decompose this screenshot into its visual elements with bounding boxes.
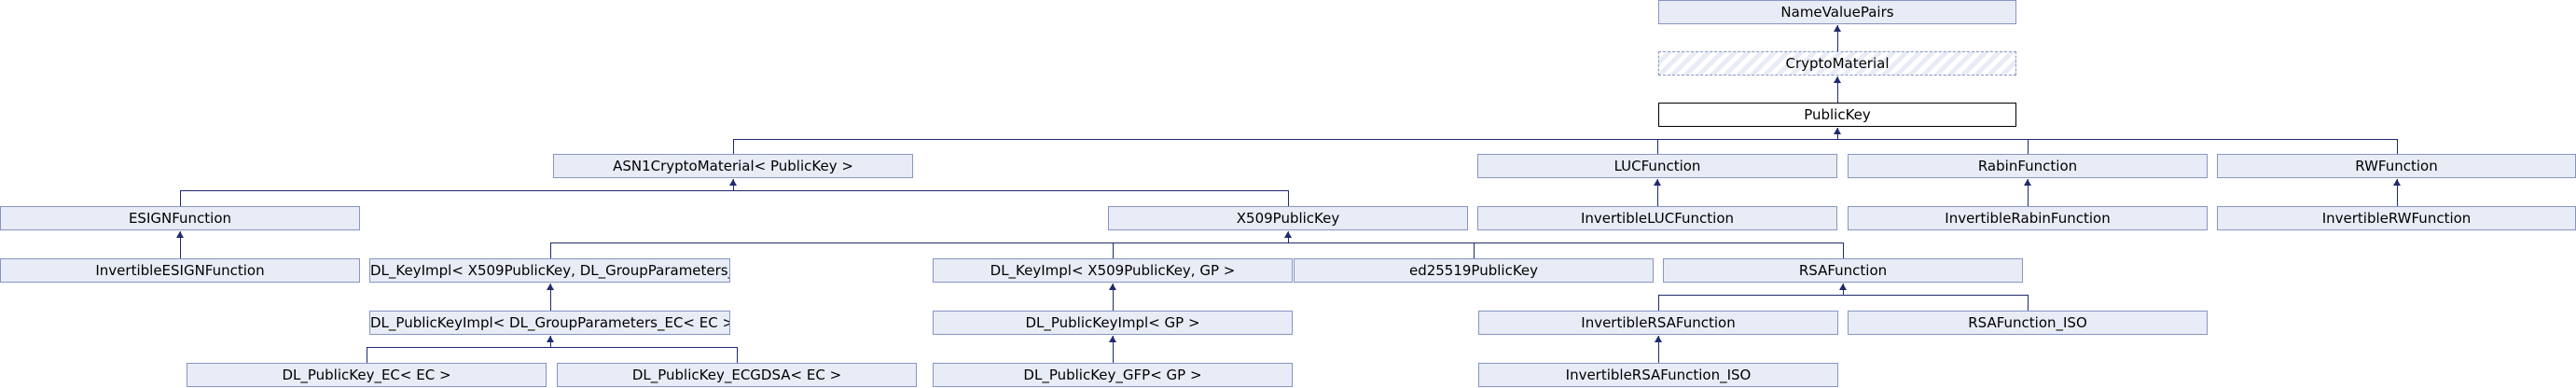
- edge-stub-cryptomaterial: [1837, 76, 1838, 88]
- class-node-x509publickey[interactable]: X509PublicKey: [1108, 206, 1468, 230]
- class-node-lucfunction[interactable]: LUCFunction: [1477, 154, 1837, 178]
- edge-esignfunction: [180, 190, 181, 206]
- edge-stub-lucfunction: [1657, 179, 1658, 190]
- class-node-rsafunction[interactable]: RSAFunction: [1663, 258, 2023, 283]
- class-node-label-invertiblersafunction_iso: InvertibleRSAFunction_ISO: [1565, 367, 1752, 383]
- class-node-dlpublickey_ec[interactable]: DL_PublicKey_EC< EC >: [187, 363, 547, 387]
- class-node-label-invertiblerwfunction: InvertibleRWFunction: [2321, 210, 2472, 227]
- edge-dlpublickeyimpl_ec: [550, 295, 551, 311]
- class-node-cryptomaterial[interactable]: CryptoMaterial: [1658, 51, 2016, 76]
- edge-stub-rsafunction: [1843, 284, 1844, 295]
- class-node-dlpublickey_ecgdsa[interactable]: DL_PublicKey_ECGDSA< EC >: [557, 363, 917, 387]
- class-node-label-dlpublickey_ecgdsa: DL_PublicKey_ECGDSA< EC >: [631, 367, 842, 383]
- edge-stub-rabinfunction: [2028, 179, 2029, 190]
- class-node-namevaluepairs[interactable]: NameValuePairs: [1658, 0, 2016, 24]
- class-node-label-cryptomaterial: CryptoMaterial: [1785, 55, 1890, 72]
- class-node-label-invertibleesignfunction: InvertibleESIGNFunction: [95, 262, 265, 279]
- class-node-rabinfunction[interactable]: RabinFunction: [1848, 154, 2208, 178]
- edge-rsafunction_iso: [2028, 295, 2029, 311]
- edge-stub-dlkeyimpl_gp: [1113, 284, 1114, 295]
- edge-asn1cryptomaterial: [733, 139, 734, 154]
- edge-x509publickey: [1288, 190, 1289, 206]
- edge-bus-rsafunction: [1658, 295, 2028, 296]
- edge-dlkeyimpl_ec: [550, 242, 551, 258]
- edge-invertiblersafunction: [1658, 295, 1659, 311]
- edge-stub-invertiblersafunction: [1658, 336, 1659, 347]
- class-node-label-ed25519publickey: ed25519PublicKey: [1408, 262, 1539, 279]
- class-node-invertiblelucfunction[interactable]: InvertibleLUCFunction: [1477, 206, 1837, 230]
- class-node-ed25519publickey[interactable]: ed25519PublicKey: [1294, 258, 1654, 283]
- edge-dlpublickey_ecgdsa: [737, 347, 738, 363]
- class-node-label-rwfunction: RWFunction: [2355, 158, 2438, 174]
- class-node-rwfunction[interactable]: RWFunction: [2217, 154, 2576, 178]
- class-node-label-dlpublickey_gfp: DL_PublicKey_GFP< GP >: [1023, 367, 1202, 383]
- class-node-rsafunction_iso[interactable]: RSAFunction_ISO: [1848, 311, 2208, 335]
- edge-invertiblerwfunction: [2397, 190, 2398, 206]
- class-node-dlkeyimpl_gp[interactable]: DL_KeyImpl< X509PublicKey, GP >: [933, 258, 1293, 283]
- class-node-label-asn1cryptomaterial: ASN1CryptoMaterial< PublicKey >: [613, 158, 853, 174]
- class-node-publickey[interactable]: PublicKey: [1658, 103, 2016, 127]
- edge-cryptomaterial: [1837, 36, 1838, 51]
- class-node-label-dlkeyimpl_ec: DL_KeyImpl< X509PublicKey, DL_GroupParam…: [370, 262, 729, 279]
- edge-ed25519publickey: [1474, 242, 1475, 258]
- class-node-invertiblerwfunction[interactable]: InvertibleRWFunction: [2217, 206, 2576, 230]
- class-node-dlpublickeyimpl_ec[interactable]: DL_PublicKeyImpl< DL_GroupParameters_EC<…: [369, 311, 730, 335]
- edge-stub-dlpublickeyimpl_ec: [550, 336, 551, 347]
- edge-stub-asn1cryptomaterial: [733, 179, 734, 190]
- edge-lucfunction: [1657, 139, 1658, 154]
- edge-invertiblerabinfunction: [2028, 190, 2029, 206]
- class-node-label-dlpublickey_ec: DL_PublicKey_EC< EC >: [282, 367, 451, 383]
- edge-stub-dlkeyimpl_ec: [550, 284, 551, 295]
- class-node-label-x509publickey: X509PublicKey: [1236, 210, 1340, 227]
- edge-stub-namevaluepairs: [1837, 25, 1838, 36]
- class-node-label-dlpublickeyimpl_ec: DL_PublicKeyImpl< DL_GroupParameters_EC<…: [370, 314, 730, 331]
- class-node-invertiblersafunction_iso[interactable]: InvertibleRSAFunction_ISO: [1478, 363, 1838, 387]
- edge-stub-publickey: [1837, 128, 1838, 139]
- class-node-label-dlkeyimpl_gp: DL_KeyImpl< X509PublicKey, GP >: [990, 262, 1236, 279]
- edge-dlpublickey_gfp: [1113, 347, 1114, 363]
- class-node-label-invertiblersafunction: InvertibleRSAFunction: [1581, 314, 1736, 331]
- edge-rwfunction: [2397, 139, 2398, 154]
- class-node-label-dlpublickeyimpl_gp: DL_PublicKeyImpl< GP >: [1025, 314, 1200, 331]
- class-node-label-namevaluepairs: NameValuePairs: [1780, 4, 1894, 21]
- class-node-label-esignfunction: ESIGNFunction: [128, 210, 232, 227]
- class-node-invertiblerabinfunction[interactable]: InvertibleRabinFunction: [1848, 206, 2208, 230]
- edge-invertiblersafunction_iso: [1658, 347, 1659, 363]
- edge-invertibleesignfunction: [180, 242, 181, 258]
- class-node-label-rabinfunction: RabinFunction: [1977, 158, 2078, 174]
- edge-rabinfunction: [2028, 139, 2029, 154]
- edge-publickey: [1837, 88, 1838, 103]
- edge-bus-asn1cryptomaterial: [180, 190, 1288, 191]
- edge-stub-dlpublickeyimpl_gp: [1113, 336, 1114, 347]
- class-node-invertibleesignfunction[interactable]: InvertibleESIGNFunction: [0, 258, 360, 283]
- class-node-label-rsafunction_iso: RSAFunction_ISO: [1968, 314, 2087, 331]
- class-node-dlpublickeyimpl_gp[interactable]: DL_PublicKeyImpl< GP >: [933, 311, 1293, 335]
- class-node-esignfunction[interactable]: ESIGNFunction: [0, 206, 360, 230]
- edge-rsafunction: [1843, 242, 1844, 258]
- class-node-invertiblersafunction[interactable]: InvertibleRSAFunction: [1478, 311, 1838, 335]
- class-node-asn1cryptomaterial[interactable]: ASN1CryptoMaterial< PublicKey >: [553, 154, 913, 178]
- class-node-label-publickey: PublicKey: [1804, 106, 1871, 123]
- edge-dlpublickeyimpl_gp: [1113, 295, 1114, 311]
- class-node-label-invertiblerabinfunction: InvertibleRabinFunction: [1945, 210, 2111, 227]
- edge-bus-publickey: [733, 139, 2397, 140]
- edge-invertiblelucfunction: [1657, 190, 1658, 206]
- edge-stub-esignfunction: [180, 231, 181, 242]
- edge-dlkeyimpl_gp: [1113, 242, 1114, 258]
- class-node-label-lucfunction: LUCFunction: [1613, 158, 1701, 174]
- edge-stub-rwfunction: [2397, 179, 2398, 190]
- class-node-dlpublickey_gfp[interactable]: DL_PublicKey_GFP< GP >: [933, 363, 1293, 387]
- edge-bus-x509publickey: [550, 242, 1843, 243]
- edge-bus-dlpublickeyimpl_ec: [367, 347, 737, 348]
- edge-stub-x509publickey: [1288, 231, 1289, 242]
- class-node-dlkeyimpl_ec[interactable]: DL_KeyImpl< X509PublicKey, DL_GroupParam…: [369, 258, 730, 283]
- class-node-label-invertiblelucfunction: InvertibleLUCFunction: [1580, 210, 1735, 227]
- class-node-label-rsafunction: RSAFunction: [1798, 262, 1888, 279]
